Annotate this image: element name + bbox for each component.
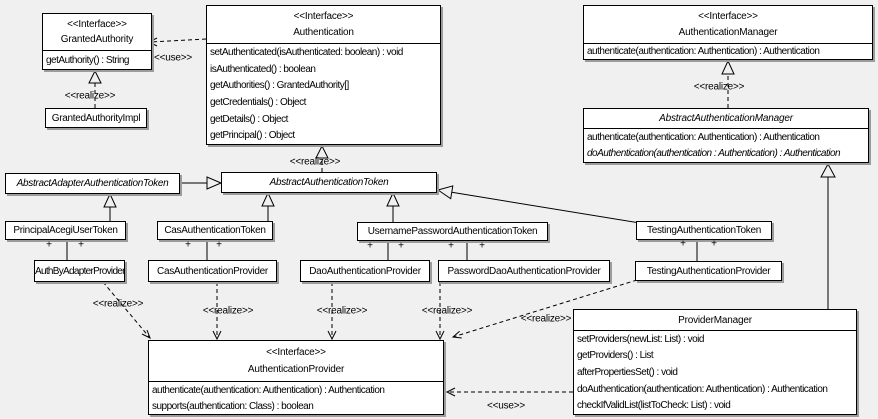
class-name: Authentication [293, 27, 354, 38]
class-box-authentication-manager: <<Interface>> AuthenticationManager auth… [583, 5, 873, 60]
method: authenticate(authentication: Authenticat… [152, 384, 385, 396]
use-edge-authentication-grantedauthority [147, 37, 207, 47]
realize-edge-grantedauthorityimpl [88, 69, 102, 108]
class-name: CasAuthenticationProvider [157, 265, 268, 277]
realize-label: <<realize>> [421, 305, 473, 317]
class-name: PrincipalAcegiUserToken [13, 225, 118, 236]
class-name: CasAuthenticationToken [164, 225, 266, 236]
class-box-auth-by-adapter-provider: AuthByAdapterProvider [34, 260, 125, 282]
class-name: DaoAuthenticationProvider [309, 265, 421, 277]
class-name: GrantedAuthority [60, 34, 134, 46]
class-box-abstract-adapter-authentication-token: AbstractAdapterAuthenticationToken [5, 173, 180, 194]
class-name: AbstractAuthenticationManager [659, 113, 793, 124]
class-box-abstract-authentication-token: AbstractAuthenticationToken [221, 172, 437, 193]
method: supports(authentication: Class) : boolea… [152, 400, 314, 412]
realize-edge-testingauthenticationprovider [451, 279, 638, 339]
class-box-abstract-authentication-manager: AbstractAuthenticationManager authentica… [583, 108, 869, 163]
generalize-edge-abstractadaptertoken [180, 176, 223, 190]
class-box-dao-authentication-provider: DaoAuthenticationProvider [300, 260, 430, 282]
method: setProviders(newList: List) : void [577, 333, 704, 345]
realize-label: <<realize>> [693, 81, 745, 93]
association-plus-label: + [711, 238, 717, 250]
realize-label: <<realize>> [316, 305, 368, 317]
realize-label: <<realize>> [64, 90, 116, 102]
association-plus-label: + [448, 240, 454, 252]
method: checkIfValidList(listToCheck: List) : vo… [577, 400, 731, 412]
association-plus-label: + [78, 239, 84, 251]
class-box-cas-authentication-token: CasAuthenticationToken [157, 221, 273, 240]
association-plus-label: + [367, 240, 373, 252]
class-name: AuthenticationProvider [247, 364, 345, 375]
class-name: TestingAuthenticationToken [647, 225, 761, 236]
class-box-authentication-provider: <<Interface>> AuthenticationProvider aut… [148, 340, 444, 415]
method: isAuthenticated() : boolean [210, 63, 316, 75]
class-name: AbstractAuthenticationToken [269, 177, 389, 188]
use-edge-providermanager-authenticationprovider [445, 387, 573, 397]
association-edges-token-provider [66, 240, 698, 261]
class-name: TestingAuthenticationProvider [646, 265, 771, 277]
class-box-testing-authentication-token: TestingAuthenticationToken [636, 221, 772, 240]
method: getAuthorities() : GrantedAuthority[] [210, 80, 349, 92]
method: authenticate(authentication: Authenticat… [587, 131, 820, 143]
realize-label: <<realize>> [92, 298, 144, 310]
generalize-edge-casauthenticationtoken [261, 191, 275, 221]
method: getAuthority() : String [46, 54, 129, 66]
association-plus-label: + [185, 239, 191, 251]
class-name: UsernamePasswordAuthenticationToken [367, 226, 538, 237]
association-plus-label: + [216, 239, 222, 251]
class-box-testing-authentication-provider: TestingAuthenticationProvider [635, 261, 782, 281]
method: setAuthenticated(isAuthenticated: boolea… [210, 46, 403, 58]
class-box-granted-authority-impl: GrantedAuthorityImpl [45, 108, 147, 128]
stereotype-label: <<Interface>> [698, 11, 758, 22]
association-plus-label: + [46, 239, 52, 251]
realize-label: <<realize>> [520, 313, 572, 325]
realize-label: <<realize>> [289, 156, 341, 168]
use-label: <<use>> [486, 400, 526, 412]
method: getProviders() : List [577, 350, 654, 362]
generalize-edge-testingauthenticationtoken [436, 185, 641, 224]
generalize-edge-usernamepasswordtoken [386, 191, 400, 222]
method: getPrincipal() : Object [210, 130, 295, 142]
realize-edge-abstractauthenticationtoken [315, 144, 329, 172]
method: authenticate(authentication: Authenticat… [587, 46, 820, 57]
realize-edge-passworddaoprovider [435, 282, 445, 341]
class-name: AuthByAdapterProvider [35, 265, 124, 277]
class-name: GrantedAuthorityImpl [51, 112, 141, 124]
class-box-username-password-authentication-token: UsernamePasswordAuthenticationToken [357, 222, 548, 241]
class-name: AbstractAdapterAuthenticationToken [16, 178, 169, 189]
class-name: ProviderManager [678, 314, 752, 326]
method: afterPropertiesSet() : void [577, 366, 678, 378]
association-plus-label: + [479, 240, 485, 252]
method: doAuthentication(authentication : Authen… [587, 148, 841, 160]
use-label: <<use>> [153, 52, 193, 64]
class-box-principal-acegi-user-token: PrincipalAcegiUserToken [5, 221, 126, 240]
realize-edge-authbyadapterprovider [102, 281, 151, 340]
generalize-edge-providermanager [820, 162, 836, 309]
class-box-granted-authority: <<Interface>> GrantedAuthority getAuthor… [42, 13, 152, 70]
realize-edge-casauthenticationprovider [212, 282, 222, 341]
class-box-password-dao-authentication-provider: PasswordDaoAuthenticationProvider [438, 260, 610, 282]
method: getDetails() : Object [210, 113, 288, 125]
class-name: AuthenticationManager [678, 27, 778, 38]
stereotype-label: <<Interface>> [293, 11, 354, 22]
realize-edge-abstractauthenticationmanager [721, 59, 735, 108]
realize-edge-daoauthenticationprovider [327, 282, 337, 341]
class-box-provider-manager: ProviderManager setProviders(newList: Li… [573, 309, 857, 415]
generalize-edge-principalacegiusertoken [103, 192, 117, 221]
method: getCredentials() : Object [210, 96, 306, 108]
association-plus-label: + [680, 238, 686, 250]
stereotype-label: <<Interface>> [266, 347, 326, 358]
class-name: PasswordDaoAuthenticationProvider [447, 265, 601, 277]
realize-label: <<realize>> [202, 305, 254, 317]
stereotype-label: <<Interface>> [67, 18, 127, 30]
method: doAuthentication(authentication: Authent… [577, 383, 828, 395]
association-plus-label: + [398, 240, 404, 252]
class-box-cas-authentication-provider: CasAuthenticationProvider [148, 260, 277, 282]
class-box-authentication: <<Interface>> Authentication setAuthenti… [206, 5, 441, 145]
